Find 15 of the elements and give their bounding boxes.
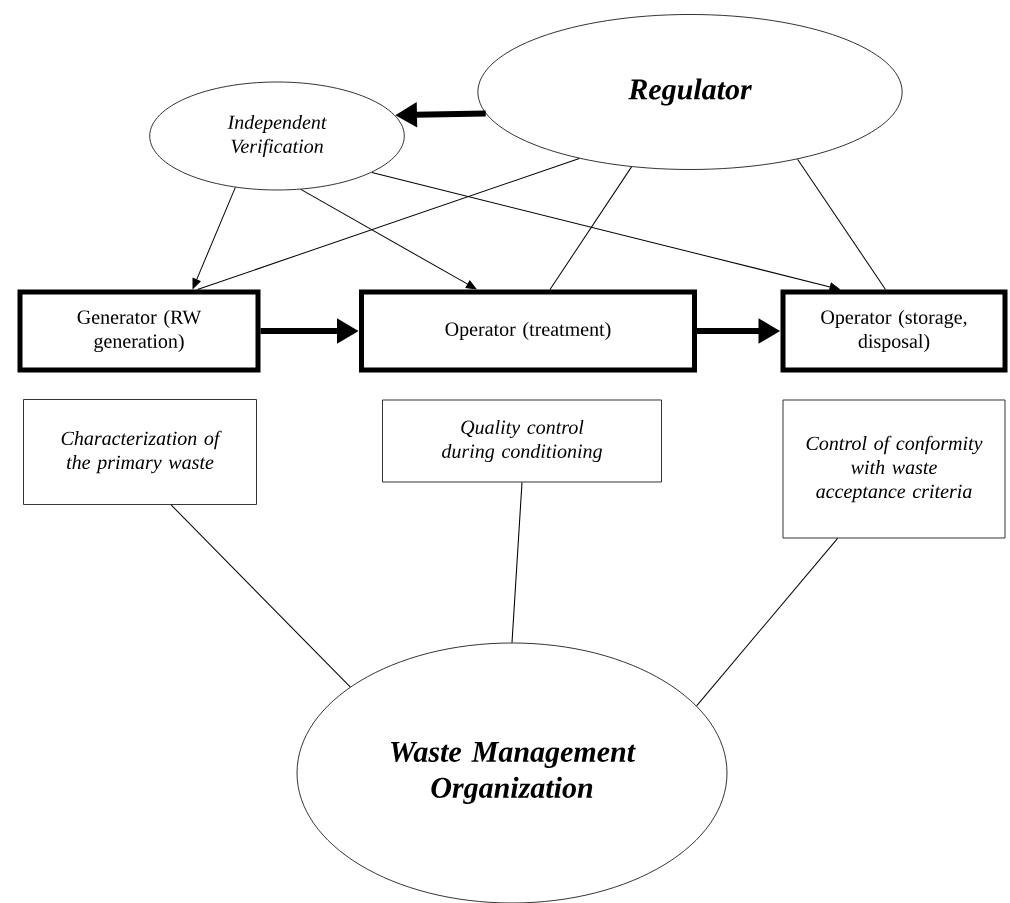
process-box: Operator (treatment) — [359, 289, 697, 373]
connector-line — [170, 504, 351, 688]
text-box: Characterization of the primary waste — [23, 399, 257, 505]
text-box: Quality control during conditioning — [382, 399, 662, 483]
connector-line — [197, 158, 580, 290]
arrow — [300, 188, 477, 290]
connector-line — [511, 481, 523, 644]
connector-line — [797, 158, 886, 290]
connector-line — [696, 537, 839, 707]
process-box: Generator (RW generation) — [17, 289, 261, 373]
text-box: Control of conformity with waste acceptance criteria — [782, 399, 1006, 539]
connector-line — [549, 166, 632, 290]
arrow — [192, 186, 236, 289]
arrow — [371, 171, 840, 292]
process-box: Operator (storage, disposal) — [780, 289, 1008, 373]
